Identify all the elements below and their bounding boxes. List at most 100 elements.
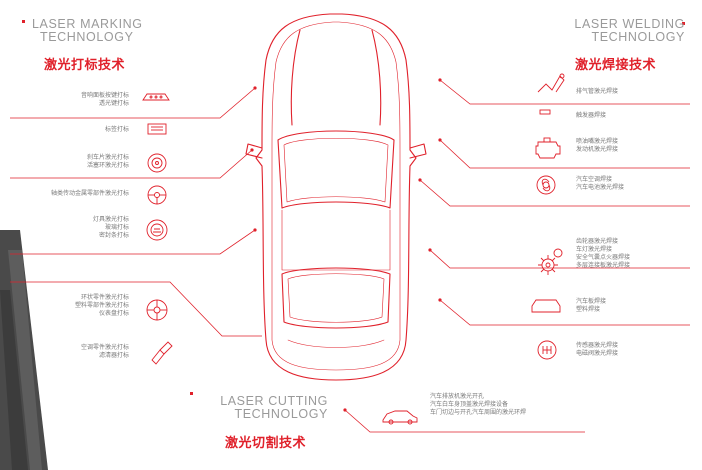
marking-header-line2: TECHNOLOGY (40, 30, 134, 44)
windshield (277, 130, 395, 209)
engine-icon (535, 137, 561, 159)
connector-marking-3 (10, 149, 253, 179)
marking-item-7-line2: 滤清器打标 (98, 352, 129, 359)
welding-item-4-line2: 汽车电池激光焊接 (576, 184, 625, 191)
marking-item-6-line2: 塑料零部件激光打标 (74, 302, 129, 309)
connector-dot (253, 228, 257, 232)
welding-item-6-line2: 塑料焊接 (576, 306, 601, 313)
cutting-item-1-line3: 车门切边与开孔汽车周围的激光环焊 (430, 409, 527, 416)
rear-window-inner (287, 273, 385, 323)
connector-marking-1 (10, 87, 256, 119)
roof (281, 209, 391, 271)
welding-header-en: LASER WELDING TECHNOLOGY (555, 18, 685, 44)
cutting-header-en: LASER CUTTING TECHNOLOGY (198, 395, 328, 421)
steering-wheel-icon (147, 185, 167, 205)
car-side-icon (382, 410, 418, 425)
car-body-outline (255, 13, 417, 381)
label-icon (147, 123, 167, 135)
exhaust-pipe-icon (537, 73, 565, 93)
cutting-header-cn: 激光切割技术 (225, 436, 307, 451)
body-panel-icon (531, 299, 561, 313)
marking-item-2-line1: 标签打标 (104, 126, 129, 133)
gearshift-icon (537, 340, 557, 360)
connector-marking-6 (10, 281, 262, 337)
cutting-item-1-line1: 汽车排放机激光开孔 (430, 393, 485, 400)
cutting-item-1: 汽车排放机激光开孔 汽车白车身顶盖激光焊接设备 车门切边与开孔汽车周围的激光环焊 (430, 393, 526, 417)
connector-dot (343, 408, 347, 412)
marking-header-cn: 激光打标技术 (44, 58, 126, 73)
spark-plug-icon (151, 341, 173, 365)
mirror-left (245, 143, 263, 159)
marking-item-1: 音响面板按键打标 透光键打标 (81, 92, 129, 108)
corner-tick (22, 20, 25, 23)
wheel-icon (146, 299, 168, 321)
welding-item-3: 喷油嘴激光焊接 发动机激光焊接 (576, 138, 618, 154)
welding-item-6: 汽车板焊接 塑料焊接 (576, 298, 606, 314)
gear-icon (538, 248, 563, 275)
connector-welding-5 (439, 299, 690, 326)
connector-cutting (344, 409, 585, 433)
marking-item-4: 轴类传动金属零部件激光打标 (51, 190, 129, 198)
connector-dot (438, 78, 442, 82)
cutting-header-line1: LASER CUTTING (220, 394, 328, 408)
welding-item-5: 齿轮器激光焊接 车灯激光焊接 安全气囊点火器焊接 多层连接板激光焊接 (576, 238, 630, 270)
connector-dot (428, 248, 432, 252)
marking-item-4-line1: 轴类传动金属零部件激光打标 (50, 190, 129, 197)
welding-item-7-line2: 电磁阀激光焊接 (576, 350, 619, 357)
connector-welding-2 (439, 139, 690, 169)
marking-header-line1: LASER MARKING (32, 17, 143, 31)
marking-item-5-line2: 玻璃打标 (104, 224, 129, 231)
rear-deck (287, 339, 385, 348)
welding-item-4: 汽车空调焊接 汽车电池激光焊接 (576, 176, 624, 192)
marking-item-3-line2: 活塞环激光打标 (86, 162, 129, 169)
car-body-inner (271, 21, 401, 371)
welding-item-2: 触发器焊接 (576, 112, 606, 120)
audio-panel-icon (142, 93, 170, 101)
connector-marking-5 (10, 229, 256, 255)
connector-dot (438, 298, 442, 302)
welding-item-5-line1: 齿轮器激光焊接 (576, 238, 619, 245)
welding-item-7: 传感器激光焊接 电磁阀激光焊接 (576, 342, 618, 358)
welding-item-5-line2: 车灯激光焊接 (576, 246, 613, 253)
cutting-header-line2: TECHNOLOGY (234, 407, 328, 421)
welding-item-1: 排气管激光焊接 (576, 88, 618, 96)
marking-item-6-line1: 环状零件激光打标 (80, 294, 129, 301)
marking-item-1-line2: 透光键打标 (98, 100, 129, 107)
welding-item-7-line1: 传感器激光焊接 (576, 342, 619, 349)
mirror-right (409, 143, 427, 159)
welding-item-1-line1: 排气管激光焊接 (576, 88, 619, 95)
connector-dot (418, 178, 422, 182)
corner-tick (190, 392, 193, 395)
rear-window (281, 267, 391, 329)
welding-item-6-line1: 汽车板焊接 (576, 298, 607, 305)
cutting-item-1-line2: 汽车白车身顶盖激光焊接设备 (430, 401, 509, 408)
connector-dot (250, 148, 254, 152)
welding-item-3-line2: 发动机激光焊接 (576, 146, 619, 153)
welding-item-2-line1: 触发器焊接 (576, 112, 607, 119)
lamp-icon (146, 219, 168, 241)
hood-line-right (371, 29, 382, 126)
connector-welding-3 (419, 179, 690, 207)
marking-item-3-line1: 刹车片激光打标 (86, 154, 129, 161)
turbo-icon (536, 175, 556, 195)
marking-item-7: 空调零件激光打标 滤清器打标 (81, 344, 129, 360)
marking-header-en: LASER MARKING TECHNOLOGY (32, 18, 182, 44)
marking-item-3: 刹车片激光打标 活塞环激光打标 (87, 154, 129, 170)
welding-item-3-line1: 喷油嘴激光焊接 (576, 138, 619, 145)
connector-welding-4 (429, 249, 690, 269)
windshield-inner (283, 138, 389, 203)
welding-item-5-line3: 安全气囊点火器焊接 (576, 254, 631, 261)
connector-dot (253, 86, 257, 90)
welding-header-line2: TECHNOLOGY (591, 30, 685, 44)
marking-item-5-line1: 灯具激光打标 (92, 216, 129, 223)
connector-dot (438, 138, 442, 142)
marking-item-6: 环状零件激光打标 塑料零部件激光打标 仪表盘打标 (75, 294, 129, 318)
marking-item-7-line1: 空调零件激光打标 (80, 344, 129, 351)
marking-item-5: 灯具激光打标 玻璃打标 密封条打标 (93, 216, 129, 240)
welding-item-4-line1: 汽车空调焊接 (576, 176, 613, 183)
welding-header-cn: 激光焊接技术 (575, 58, 657, 73)
marking-item-5-line3: 密封条打标 (98, 232, 129, 239)
welding-item-5-line4: 多层连接板激光焊接 (576, 262, 631, 269)
